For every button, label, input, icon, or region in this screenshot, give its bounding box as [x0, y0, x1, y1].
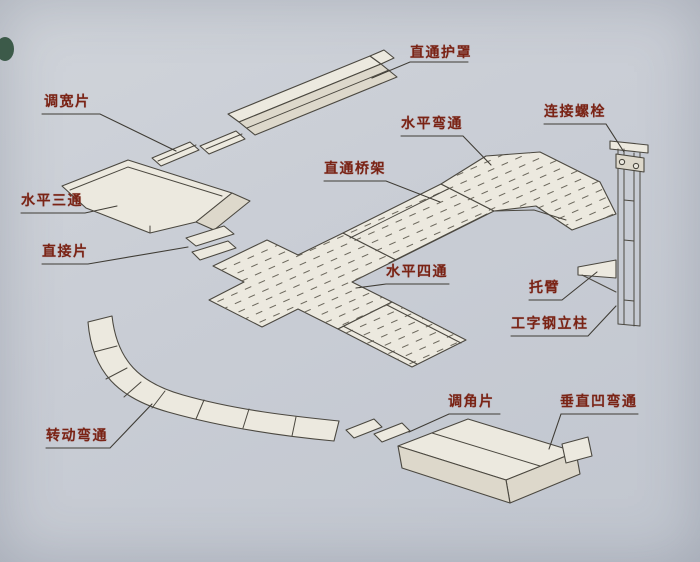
leader-horizontal-cross: [355, 283, 450, 289]
label-horizontal-tee: 水平三通: [21, 194, 83, 209]
part-support-arm: [577, 259, 617, 293]
leader-connecting-bolt: [543, 123, 625, 153]
part-i-beam-column: [609, 140, 649, 327]
label-support-arm: 托臂: [529, 281, 560, 296]
part-width-adjust-piece: [151, 130, 246, 167]
leader-support-arm: [528, 271, 598, 301]
part-angle-adjust-piece: [345, 418, 411, 443]
part-horizontal-cross: [208, 232, 397, 330]
part-vertical-concave-bend: [397, 418, 593, 504]
part-rotating-bend: [87, 315, 340, 442]
leader-vertical-concave-bend: [548, 413, 639, 450]
leader-angle-adjust-piece: [408, 413, 501, 433]
label-rotating-bend: 转动弯通: [46, 429, 108, 444]
part-straight-through-tray-lower: [337, 301, 467, 368]
label-straight-through-tray: 直通桥架: [324, 162, 386, 177]
label-width-adjust-piece: 调宽片: [44, 95, 91, 110]
label-direct-connect-piece: 直接片: [42, 245, 89, 260]
part-horizontal-bend: [440, 151, 617, 231]
leader-horizontal-bend: [400, 135, 492, 166]
part-horizontal-tee: [61, 159, 251, 234]
label-angle-adjust-piece: 调角片: [448, 395, 495, 410]
part-straight-through-cover: [227, 49, 398, 136]
label-i-beam-column: 工字钢立柱: [511, 317, 589, 332]
part-direct-connect-piece: [185, 225, 237, 261]
leader-i-beam-column: [510, 305, 617, 337]
label-horizontal-cross: 水平四通: [386, 265, 448, 280]
paper-blemish: [0, 37, 14, 61]
label-straight-through-cover: 直通护罩: [410, 46, 472, 61]
leader-lines: [20, 61, 639, 450]
part-connecting-bolt: [615, 153, 645, 173]
leader-width-adjust-piece: [41, 113, 177, 152]
leader-horizontal-tee: [20, 205, 118, 214]
leader-direct-connect-piece: [41, 246, 189, 265]
leader-straight-through-tray: [323, 180, 441, 203]
label-vertical-concave-bend: 垂直凹弯通: [560, 395, 638, 410]
label-horizontal-bend: 水平弯通: [401, 117, 463, 132]
leader-straight-through-cover: [371, 61, 469, 79]
part-straight-through-tray: [342, 183, 495, 264]
label-connecting-bolt: 连接螺栓: [544, 105, 606, 120]
leader-rotating-bend: [45, 403, 153, 449]
